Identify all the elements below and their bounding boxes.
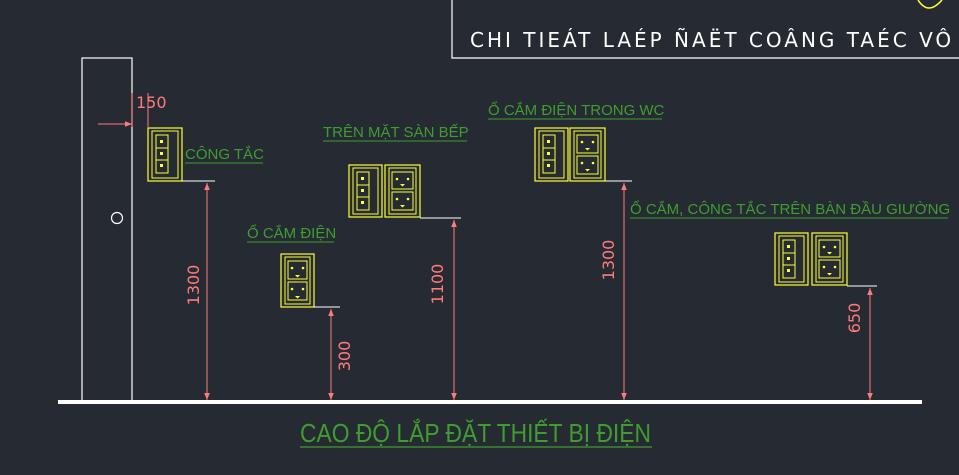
title-block: CHI TIEÁT LAÉP ÑAËT COÂNG TAÉC VÔ T bbox=[451, 0, 959, 59]
dimension-300-socket: 300 bbox=[328, 309, 354, 400]
dimension-label-650: 650 bbox=[845, 303, 864, 334]
drawing-title: CHI TIEÁT LAÉP ÑAËT COÂNG TAÉC VÔ T bbox=[470, 28, 959, 52]
socket-device-300 bbox=[280, 253, 315, 308]
dimension-label-150: 150 bbox=[136, 93, 167, 112]
dimension-650-bedside: 650 bbox=[845, 288, 873, 400]
dimension-1300-wc: 1300 bbox=[599, 183, 627, 400]
socket-device-kitchen bbox=[384, 164, 421, 218]
switch-device-bedside bbox=[774, 232, 809, 286]
switch-device bbox=[147, 127, 183, 182]
label-cong-tac: CÔNG TẮC bbox=[185, 145, 264, 163]
label-o-cam-dien: Ổ CẮM ĐIỆN bbox=[247, 224, 336, 242]
drawing-caption: CAO ĐỘ LẮP ĐẶT THIẾT BỊ ĐIỆN bbox=[300, 418, 652, 448]
dimension-1100-kitchen: 1100 bbox=[428, 220, 457, 400]
switch-device-wc bbox=[534, 127, 569, 182]
door-knob bbox=[110, 211, 124, 225]
switch-device-kitchen bbox=[348, 164, 383, 218]
offset-dimension: 150 bbox=[98, 93, 167, 127]
label-o-cam-dien-trong-wc: Ổ CẮM ĐIỆN TRONG WC bbox=[488, 101, 665, 119]
caption-text: CAO ĐỘ LẮP ĐẶT THIẾT BỊ ĐIỆN bbox=[300, 418, 651, 448]
label-o-cam-cong-tac-dau-giuong: Ổ CẮM, CÔNG TẮC TRÊN BÀN ĐẦU GIƯỜNG bbox=[630, 200, 950, 218]
dimension-label-1300-b: 1300 bbox=[599, 240, 618, 281]
dimension-label-1300-a: 1300 bbox=[184, 265, 203, 306]
socket-device-bedside bbox=[811, 232, 848, 286]
dimension-1300-switch: 1300 bbox=[184, 183, 210, 400]
floor-line bbox=[58, 400, 922, 404]
dimension-label-300: 300 bbox=[335, 341, 354, 372]
door bbox=[81, 57, 133, 402]
label-tren-mat-san-bep: TRÊN MẶT SÀN BẾP bbox=[323, 124, 469, 141]
socket-device-wc bbox=[569, 127, 606, 182]
dimension-label-1100: 1100 bbox=[428, 264, 447, 305]
